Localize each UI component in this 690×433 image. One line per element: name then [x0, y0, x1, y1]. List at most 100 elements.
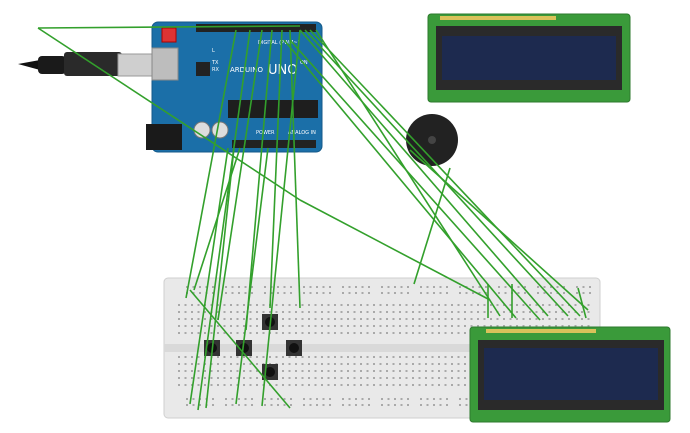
breadboard-hole [433, 286, 435, 288]
wire-13[interactable] [309, 29, 581, 317]
wire-2[interactable] [37, 25, 301, 29]
breadboard-hole [407, 398, 409, 400]
breadboard-hole [361, 398, 364, 400]
breadboard-hole [400, 286, 403, 288]
breadboard-hole [264, 398, 266, 400]
wire-22[interactable] [409, 149, 589, 311]
wire-4[interactable] [185, 29, 237, 299]
wire-25[interactable] [577, 287, 587, 319]
wire-20[interactable] [235, 147, 269, 405]
breadboard-hole [399, 318, 401, 320]
breadboard-hole [347, 370, 349, 372]
breadboard-hole [444, 356, 447, 358]
breadboard-hole [509, 318, 512, 320]
breadboard-hole [277, 286, 279, 288]
breadboard-hole [405, 332, 408, 334]
breadboard-hole [178, 332, 180, 334]
breadboard-hole [496, 325, 499, 327]
lcd-bottom[interactable] [469, 326, 671, 423]
breadboard-hole [308, 318, 310, 320]
breadboard-hole [561, 318, 564, 320]
wire-11[interactable] [299, 29, 549, 317]
wire-15[interactable] [289, 39, 541, 321]
wire-7[interactable] [245, 29, 273, 331]
breadboard-hole [438, 311, 440, 313]
breadboard-hole [184, 363, 187, 365]
breadboard-hole [373, 304, 375, 306]
breadboard-hole [295, 311, 297, 313]
breadboard-hole [301, 377, 304, 379]
breadboard-hole [329, 292, 331, 294]
wire-9[interactable] [289, 29, 301, 309]
breadboard-hole [314, 318, 317, 320]
breadboard-hole [321, 304, 323, 306]
breadboard-hole [301, 311, 304, 313]
breadboard-hole [236, 318, 239, 320]
breadboard-hole [275, 332, 278, 334]
wire-6[interactable] [217, 29, 263, 321]
breadboard-hole [472, 286, 474, 288]
breadboard-hole [308, 370, 310, 372]
wire-18[interactable] [205, 147, 235, 409]
breadboard-hole [191, 332, 193, 334]
breadboard-hole [327, 304, 330, 306]
breadboard-hole [192, 404, 195, 406]
wire-21[interactable] [413, 167, 451, 285]
breadboard-hole [353, 370, 356, 372]
wire-19[interactable] [189, 147, 229, 405]
breadboard-hole [223, 356, 226, 358]
breadboard-hole [197, 311, 200, 313]
breadboard-hole [230, 356, 232, 358]
breadboard-hole [283, 404, 286, 406]
breadboard-hole [457, 370, 460, 372]
breadboard-hole [340, 377, 343, 379]
breadboard-hole [301, 318, 304, 320]
breadboard-hole [459, 292, 461, 294]
breadboard-hole [321, 363, 323, 365]
breadboard-hole [550, 286, 552, 288]
breadboard-hole [438, 370, 440, 372]
breadboard-hole [535, 318, 538, 320]
breadboard-hole [334, 325, 336, 327]
breadboard-hole [256, 304, 258, 306]
wires [37, 25, 589, 411]
breadboard-hole [418, 363, 421, 365]
breadboard-hole [394, 292, 396, 294]
breadboard-hole [418, 356, 421, 358]
breadboard-hole [444, 370, 447, 372]
breadboard-hole [308, 332, 310, 334]
wire-8[interactable] [269, 29, 283, 309]
breadboard-hole [483, 304, 486, 306]
wire-26[interactable] [189, 289, 291, 409]
lcd-bottom-screen [484, 348, 658, 400]
breadboard-hole [295, 363, 297, 365]
breadboard-hole [288, 377, 291, 379]
breadboard-hole [561, 325, 564, 327]
breadboard-hole [387, 404, 390, 406]
wire-5[interactable] [197, 29, 251, 411]
breadboard-hole [426, 286, 429, 288]
reset-button[interactable] [161, 27, 177, 43]
breadboard-hole [529, 318, 531, 320]
wire-1[interactable] [37, 27, 301, 201]
lcd-top[interactable] [427, 13, 631, 103]
breadboard-hole [444, 304, 447, 306]
breadboard-hole [283, 398, 286, 400]
wire-16[interactable] [283, 39, 517, 319]
breadboard-holes [178, 286, 591, 406]
pushbutton-4[interactable] [286, 340, 302, 356]
breadboard-hole [327, 325, 330, 327]
usb-cable[interactable] [18, 52, 159, 77]
wire-3[interactable] [299, 199, 491, 301]
breadboard-hole [334, 304, 336, 306]
arduino-uno-board[interactable]: ARDUINO UNO POWER ANALOG IN DIGITAL (PWM… [146, 21, 323, 153]
breadboard-hole [243, 304, 245, 306]
breadboard-hole [290, 398, 292, 400]
breadboard-hole [400, 292, 403, 294]
breadboard-hole [186, 404, 188, 406]
wire-10[interactable] [261, 29, 301, 407]
breadboard-hole [340, 311, 343, 313]
breadboard-hole [243, 318, 245, 320]
